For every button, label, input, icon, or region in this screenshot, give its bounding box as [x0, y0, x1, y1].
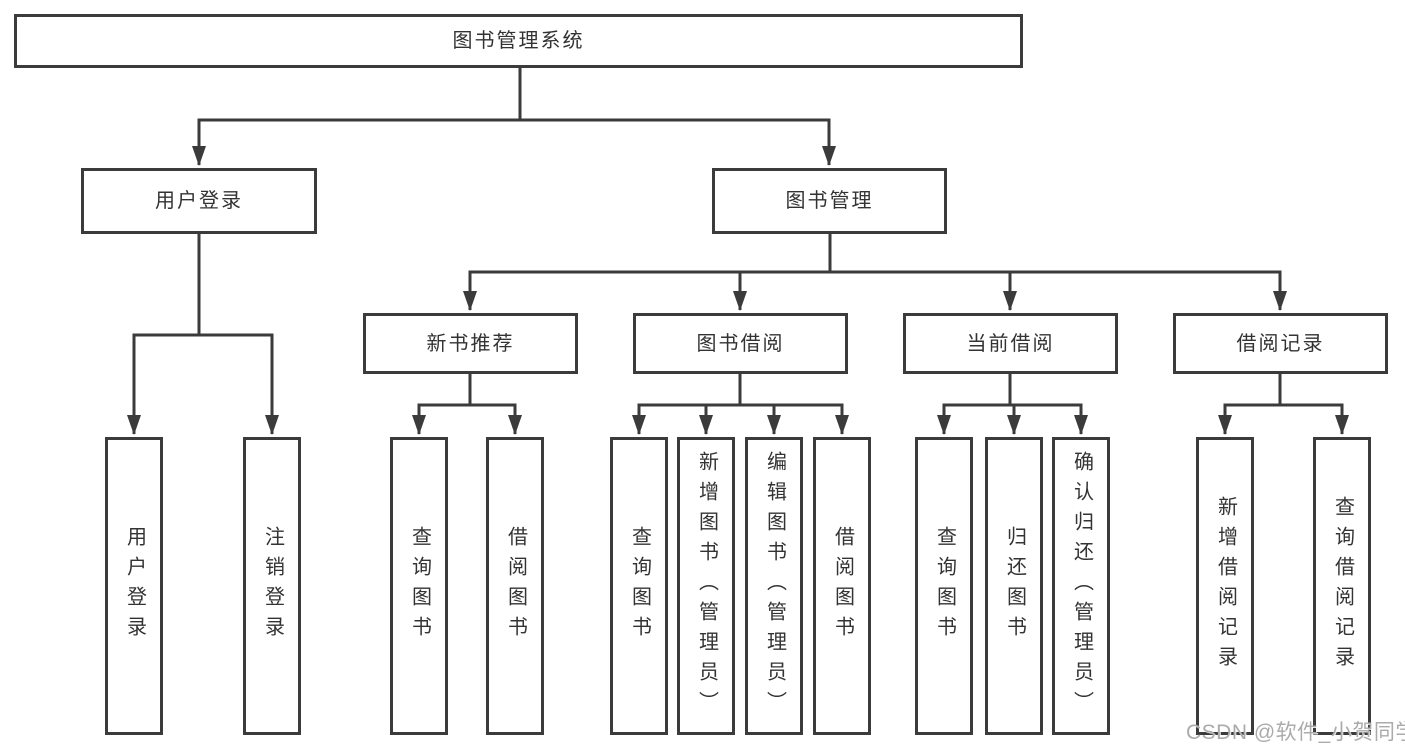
node-book-mgmt: 图书管理: [712, 168, 947, 234]
node-current-borrow: 当前借阅: [903, 313, 1118, 374]
node-book-borrow: 图书借阅: [633, 313, 848, 374]
node-leaf-logout: 注销登录: [243, 437, 301, 735]
csdn-watermark: CSDN @软件_小贺同学: [1186, 721, 1405, 744]
node-leaf-query-books-2: 查询图书: [610, 437, 668, 735]
node-leaf-edit-books-admin: 编辑图书（管理员）: [745, 437, 803, 735]
node-leaf-query-books-1: 查询图书: [390, 437, 448, 735]
node-leaf-confirm-return-admin: 确认归还（管理员）: [1052, 437, 1110, 735]
node-leaf-borrow-books-1: 借阅图书: [486, 437, 544, 735]
node-user-login: 用户登录: [81, 168, 317, 234]
node-leaf-user-login: 用户登录: [105, 437, 163, 735]
node-leaf-borrow-books-2: 借阅图书: [813, 437, 871, 735]
connector-skeleton: [132, 68, 1344, 407]
node-leaf-query-borrow-record: 查询借阅记录: [1313, 437, 1371, 735]
node-borrow-records: 借阅记录: [1173, 313, 1388, 374]
node-new-book-recommend: 新书推荐: [363, 313, 578, 374]
node-leaf-query-books-3: 查询图书: [915, 437, 973, 735]
node-leaf-add-books-admin: 新增图书（管理员）: [677, 437, 735, 735]
node-leaf-return-books: 归还图书: [985, 437, 1043, 735]
node-root: 图书管理系统: [14, 14, 1023, 68]
node-leaf-add-borrow-record: 新增借阅记录: [1196, 437, 1254, 735]
